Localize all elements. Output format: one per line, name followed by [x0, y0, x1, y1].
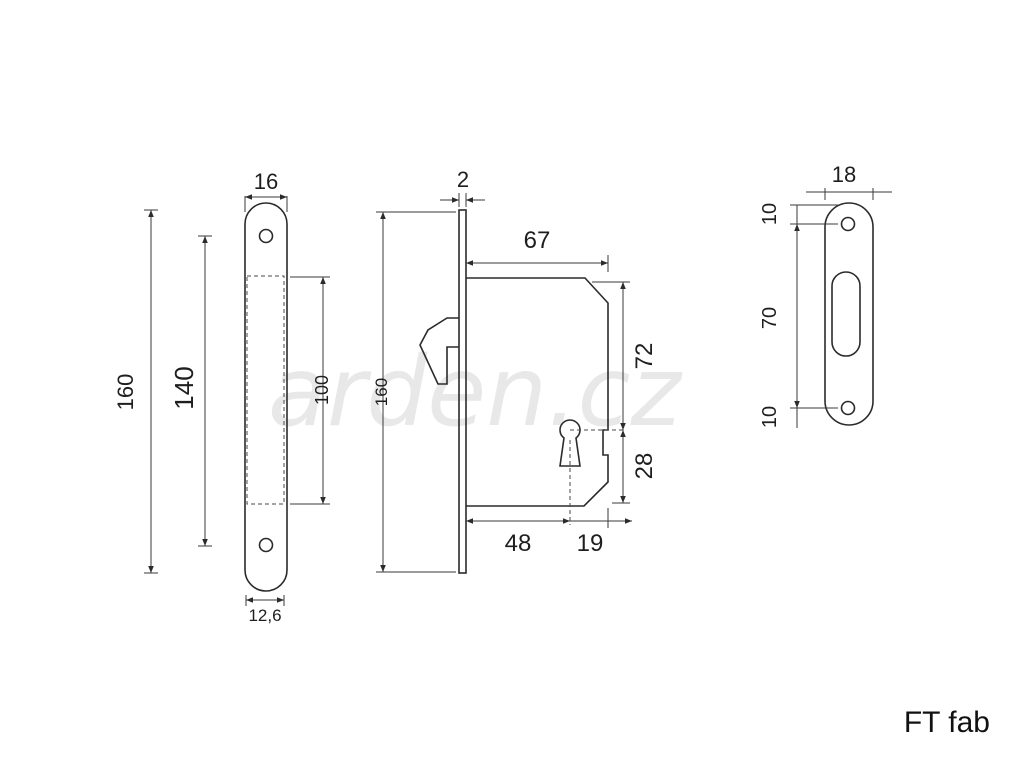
front-plate-top-hole	[258, 228, 274, 244]
lock-case-outline	[466, 277, 609, 507]
side-faceplate	[458, 209, 467, 574]
front-plate-outline	[244, 202, 288, 592]
front-plate-view: 16 160 140 100 12,6	[113, 169, 332, 625]
strike-plate-outline	[824, 202, 874, 426]
dim-front-height-holes: 140	[169, 366, 199, 409]
dim-side-height: 160	[372, 378, 391, 406]
watermark-text: arden.cz	[268, 336, 683, 448]
strike-top-hole	[840, 216, 856, 232]
front-plate-pocket	[246, 275, 285, 505]
dim-front-height-overall: 160	[113, 374, 138, 411]
dim-strike-bottom-offset: 10	[759, 406, 781, 428]
dim-lower-height: 28	[631, 453, 658, 480]
cylinder-keyhole	[559, 419, 581, 467]
strike-plate-view: 18 10 70 10	[759, 162, 892, 428]
hook-bolt	[419, 317, 459, 385]
dim-body-depth: 67	[524, 227, 551, 254]
dim-front-pocket-height: 100	[312, 375, 332, 405]
dim-strike-slot-length: 70	[759, 307, 781, 329]
dim-front-width: 16	[254, 169, 278, 194]
side-body-view: 2 160 67 72 28 48 19	[372, 167, 658, 574]
dim-faceplate-thickness: 2	[457, 167, 469, 192]
front-plate-bottom-hole	[258, 537, 274, 553]
dim-strike-width: 18	[832, 162, 856, 187]
model-name: FT fab	[903, 706, 990, 739]
dim-front-bottom-width: 12,6	[248, 606, 281, 625]
dim-upper-height: 72	[631, 343, 658, 370]
strike-slot	[831, 271, 861, 357]
dim-strike-top-offset: 10	[759, 203, 781, 225]
dim-body-rear: 19	[577, 530, 604, 557]
dim-backset: 48	[505, 530, 532, 557]
strike-bottom-hole	[840, 400, 856, 416]
